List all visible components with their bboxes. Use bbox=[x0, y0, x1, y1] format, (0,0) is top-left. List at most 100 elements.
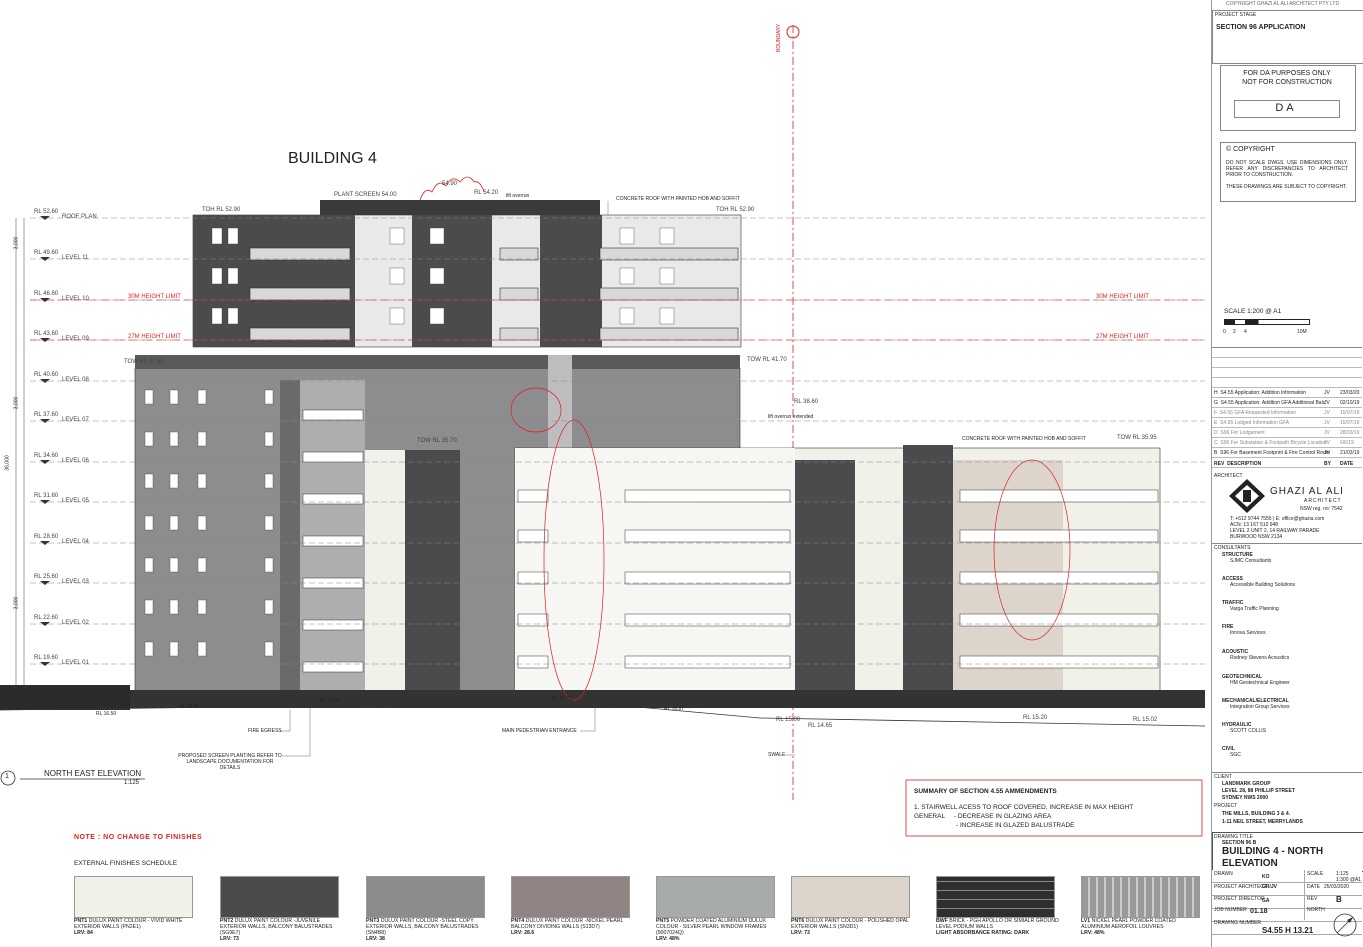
finish-text: NICKEL PEARL POWDER COATED ALUMINIUM AER… bbox=[1081, 918, 1176, 930]
building-title: BUILDING 4 bbox=[288, 150, 377, 167]
finish-lrv: LRV: 73 bbox=[791, 930, 810, 936]
finish-text: BRICK - PGH APOLLO OR SIMIALR GROUND LEV… bbox=[936, 918, 1059, 930]
summary-line: GENERAL - DECREASE IN GLAZING AREA bbox=[914, 813, 1052, 820]
finish-text: DULUX PAINT COLOUR -NICKEL PEARL BALCONY… bbox=[511, 918, 624, 930]
consultant-role: TRAFFIC bbox=[1222, 600, 1244, 606]
client-line: LANDMARK GROUP bbox=[1222, 781, 1271, 787]
rev-by: JV bbox=[1324, 410, 1330, 416]
scale-val: 1:125 bbox=[1336, 871, 1349, 877]
finish-swatch bbox=[656, 876, 775, 918]
level-name: LEVEL 07 bbox=[62, 417, 89, 423]
level-rl: RL 43.60 bbox=[34, 331, 59, 337]
finish-lrv: LRV: 48% bbox=[1081, 930, 1105, 936]
finish-lrv: LIGHT ABSORBANCE RATING: DARK bbox=[936, 930, 1030, 936]
rev-date: 02/10/19 bbox=[1340, 400, 1360, 406]
finish-text: DULUX PAINT COLOUR - VIVID WHITE EXTERIO… bbox=[74, 918, 183, 930]
level-rl: RL 31.60 bbox=[34, 493, 59, 499]
finish-swatch louvre bbox=[1081, 876, 1200, 918]
scale-tick: 10M bbox=[1297, 329, 1307, 335]
level-name: LEVEL 08 bbox=[62, 377, 89, 383]
job-value: 01.18 bbox=[1250, 908, 1268, 915]
rev-by: JV bbox=[1324, 450, 1330, 456]
summary-title: SUMMARY OF SECTION 4.55 AMMENDMENTS bbox=[914, 788, 1057, 795]
tow-label: TOW RL 35.95 bbox=[1117, 435, 1157, 441]
architect-abn: ACN: 13 167 510 948 bbox=[1230, 522, 1279, 528]
finish-swatch bbox=[74, 876, 193, 918]
finishes-title: EXTERNAL FINISHES SCHEDULE bbox=[74, 860, 178, 867]
finish-swatch bbox=[511, 876, 630, 918]
consultant-name: Innova Services bbox=[1230, 630, 1266, 636]
finish-text: DULUX PAINT COLOUR -JUVENILE EXTERIOR WA… bbox=[220, 918, 333, 936]
finish-code: PNT2 bbox=[220, 918, 234, 924]
concrete-roof-label: CONCRETE ROOF WITH PAINTED HOB AND SOFFI… bbox=[962, 436, 1086, 442]
rev-row: H S4.55 Application: Addition Informatio… bbox=[1214, 390, 1306, 396]
toh-label: TOH RL 52.90 bbox=[716, 207, 755, 213]
rev-date: 6/6/19 bbox=[1340, 440, 1354, 446]
consultant-role: STRUCTURE bbox=[1222, 552, 1253, 558]
rev-date: 21/03/19 bbox=[1340, 450, 1360, 456]
consultant-role: MECHANICAL/ELECTRICAL bbox=[1222, 698, 1289, 704]
finish-lrv: LRV: 38 bbox=[366, 936, 385, 942]
rl-label: 54.90 bbox=[442, 181, 458, 187]
architect-name: GHAZI AL ALI bbox=[1270, 486, 1344, 497]
tow-label: TOW RL 35.70 bbox=[417, 438, 457, 444]
architect-label: ARCHITECT bbox=[1214, 473, 1243, 479]
rl-label: RL 16.50 bbox=[96, 711, 117, 717]
drawing-title-label: DRAWING TITLE bbox=[1214, 834, 1253, 840]
height-limit-30-right: 30M HEIGHT LIMIT bbox=[1096, 294, 1149, 300]
consultant-name: SCOTT COLLIS bbox=[1230, 728, 1267, 734]
level-name: LEVEL 06 bbox=[62, 458, 89, 464]
finish-code: PNT3 bbox=[366, 918, 380, 924]
rl-label: RL 15.00 bbox=[776, 717, 801, 723]
finish-swatch brick bbox=[936, 876, 1055, 918]
level-name: LEVEL 11 bbox=[62, 255, 89, 261]
project-label: PROJECT bbox=[1214, 803, 1238, 809]
level-name: LEVEL 10 bbox=[62, 296, 89, 302]
boundary-label: BOUNDARY bbox=[776, 23, 782, 52]
rev-code: B bbox=[1214, 450, 1218, 456]
finish-code: PNT4 bbox=[511, 918, 525, 924]
consultant-role: ACOUSTIC bbox=[1222, 649, 1249, 655]
scale-bar bbox=[1224, 319, 1310, 325]
drawn-label: DRAWN bbox=[1214, 871, 1233, 877]
rev-by: JV bbox=[1324, 400, 1330, 406]
rev-row: B S96 For Basement Footprint & Fire Cont… bbox=[1214, 450, 1330, 456]
rl-label: RL 17.50 bbox=[320, 698, 341, 704]
pd-label: PROJECT DIRECTOR bbox=[1214, 896, 1265, 902]
finish-swatch bbox=[366, 876, 485, 918]
architect-addr: LEVEL 2 UNIT 2, 14 RAILWAY PARADE bbox=[1230, 528, 1320, 534]
level-rl: RL 46.60 bbox=[34, 291, 59, 297]
client-line: SYDNEY NWS 2000 bbox=[1222, 795, 1269, 801]
summary-line: - INCREASE IN GLAZED BALUSTRADE bbox=[956, 822, 1075, 829]
da-purposes: FOR DA PURPOSES ONLY bbox=[1243, 70, 1331, 77]
rev-date: 15/07/19 bbox=[1340, 420, 1360, 426]
scale-tick: 0 bbox=[1223, 329, 1226, 335]
rev-desc: S4.55 Application: Addition Information bbox=[1220, 390, 1307, 396]
rev-date: 28/03/19 bbox=[1340, 430, 1360, 436]
summary-line: 1. STAIRWELL ACESS TO ROOF COVERED, INCR… bbox=[914, 804, 1134, 811]
tow-label: TOW RL 41.60 bbox=[124, 359, 164, 365]
rev-code: E bbox=[1214, 420, 1218, 426]
scale-tick: 4 bbox=[1244, 329, 1247, 335]
level-name: LEVEL 02 bbox=[62, 620, 89, 626]
project-line: 1-11 NEIL STREET, MERRYLANDS bbox=[1222, 819, 1303, 825]
finish-swatch bbox=[791, 876, 910, 918]
copyright-text: THESE DRAWINGS ARE SUBJECT TO COPYRIGHT. bbox=[1226, 184, 1347, 190]
fire-egress-label: FIRE EGRESS bbox=[248, 728, 282, 734]
level-rl: RL 40.60 bbox=[34, 372, 59, 378]
architect-addr: BURWOOD NSW 2134 bbox=[1230, 534, 1283, 540]
consultants-label: CONSULTANTS bbox=[1214, 545, 1251, 551]
elevation-title: NORTH EAST ELEVATION bbox=[44, 769, 142, 778]
level-rl: RL 37.60 bbox=[34, 412, 59, 418]
architect-logo-icon bbox=[1229, 479, 1265, 513]
scale-val2: 1:300 @A1 bbox=[1336, 877, 1362, 883]
copyright-title: © COPYRIGHT bbox=[1226, 146, 1275, 153]
rl-label: RL 54.20 bbox=[474, 190, 499, 196]
drawing-section: SECTION 96 B bbox=[1222, 840, 1257, 846]
concrete-roof-label: CONCRETE ROOF WITH PAINTED HOB AND SOFFI… bbox=[616, 196, 740, 202]
rl-label: RL 15.02 bbox=[1133, 717, 1158, 723]
level-name: LEVEL 01 bbox=[62, 660, 89, 666]
level-name: ROOF PLAN bbox=[62, 214, 97, 220]
lift-overrun-label: lift overrun bbox=[506, 193, 530, 199]
rev-desc: S4.55 GFA Requested Information bbox=[1219, 410, 1297, 416]
